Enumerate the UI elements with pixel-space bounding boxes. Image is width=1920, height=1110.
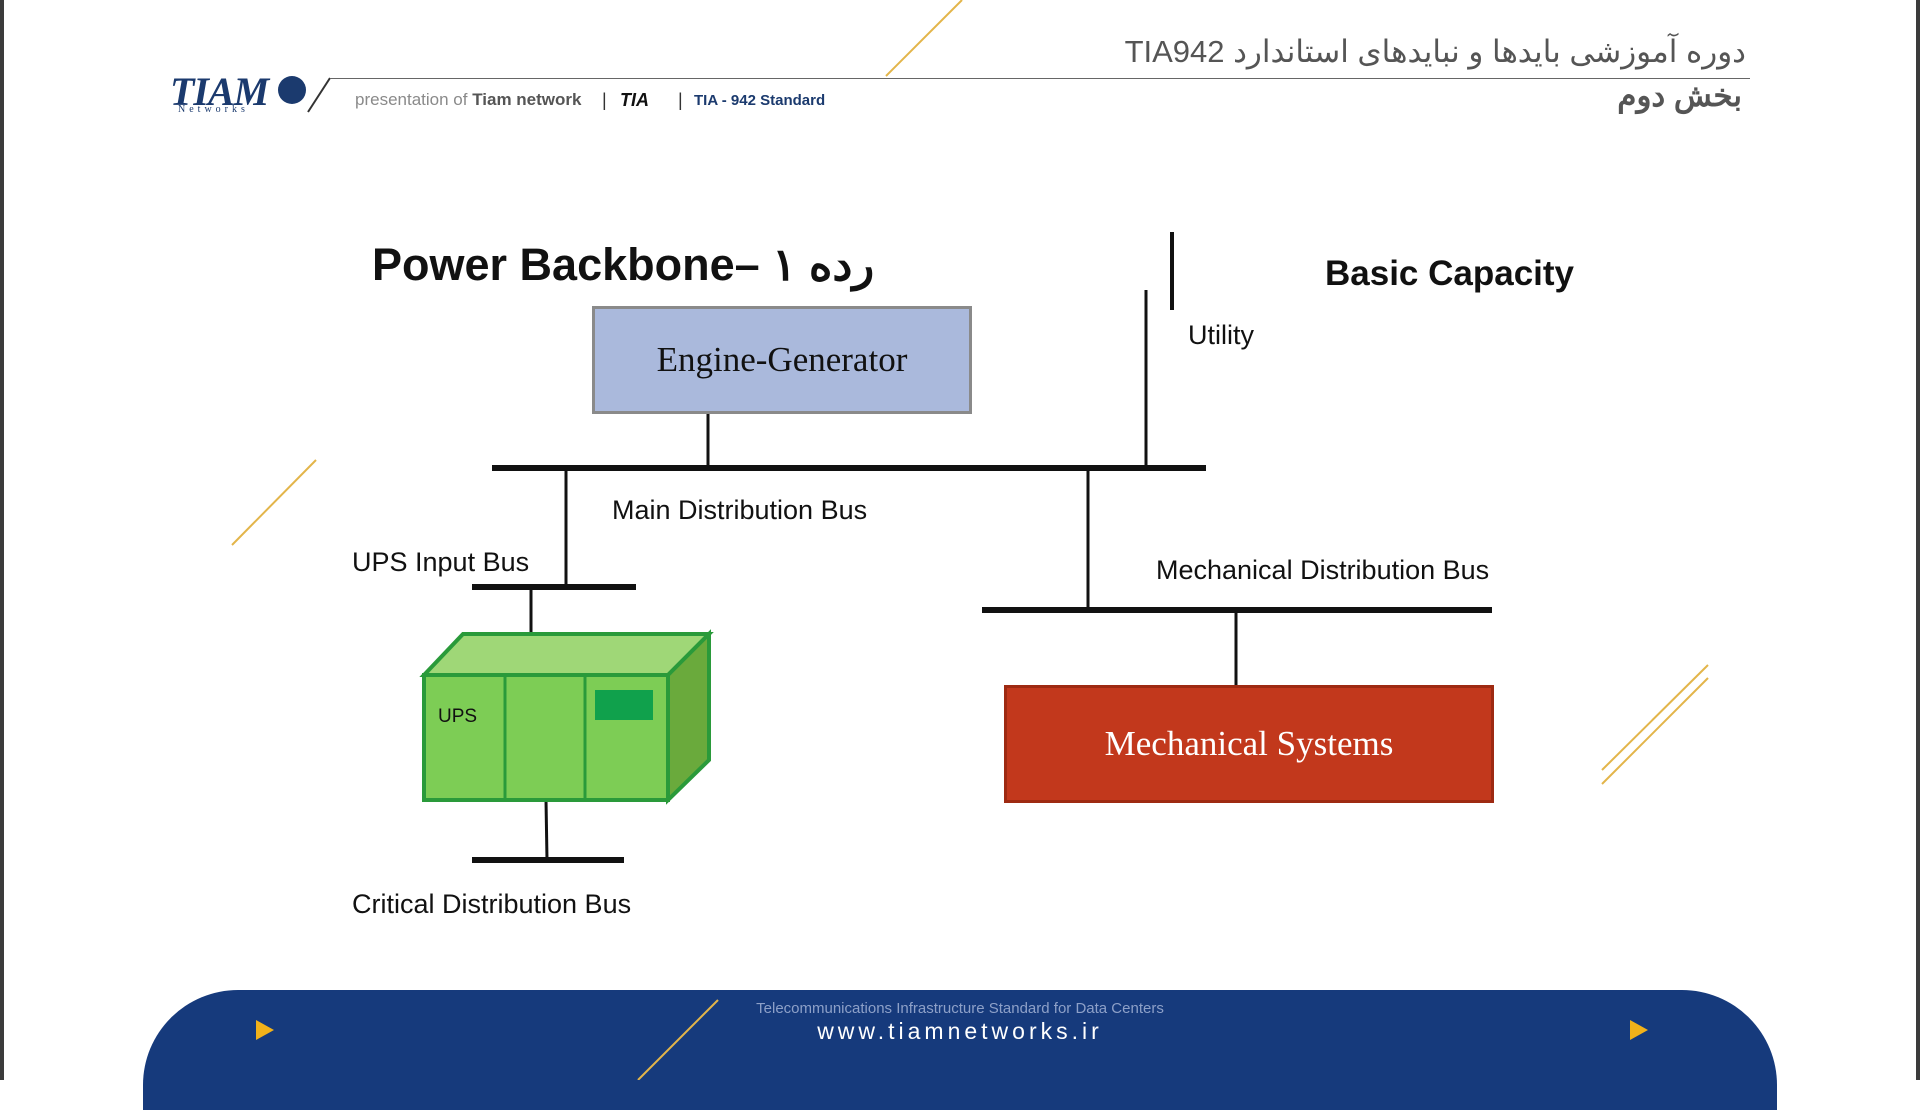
mechanical-distribution-bus-label: Mechanical Distribution Bus — [1156, 555, 1490, 585]
right-border — [1916, 0, 1920, 1080]
ups-unit — [419, 629, 714, 805]
ups-label: UPS — [438, 706, 478, 727]
presentation-of-label: presentation of — [355, 90, 468, 109]
tia-logo: TIA — [620, 90, 649, 110]
tiam-logo-sub: Networks — [178, 104, 249, 115]
bus-lines — [419, 232, 1492, 863]
presentation-credit: presentation of Tiam network — [355, 90, 581, 110]
mechanical-systems-box: Mechanical Systems — [1004, 685, 1494, 803]
ups-input-bus-label: UPS Input Bus — [352, 547, 530, 577]
utility-label: Utility — [1188, 320, 1254, 350]
tiam-logo-icon — [278, 76, 306, 104]
critical-distribution-bus-label: Critical Distribution Bus — [352, 889, 632, 919]
footer-tagline: Telecommunications Infrastructure Standa… — [756, 1000, 1164, 1017]
standard-label: TIA - 942 Standard — [694, 92, 826, 109]
course-part: بخش دوم — [1617, 78, 1742, 113]
play-icon-left[interactable] — [256, 1020, 274, 1040]
play-icon-right[interactable] — [1630, 1020, 1648, 1040]
separator-1: | — [602, 90, 607, 110]
course-title: دوره آموزشی بایدها و نبایدهای استاندارد … — [1124, 34, 1746, 69]
separator-2: | — [678, 90, 683, 110]
footer-url[interactable]: www.tiamnetworks.ir — [817, 1018, 1103, 1044]
ups-output-feed — [544, 799, 549, 861]
header-rule — [330, 78, 1750, 79]
engine-generator-box: Engine-Generator — [592, 306, 972, 414]
network-name: Tiam network — [472, 90, 582, 109]
main-distribution-bus-label: Main Distribution Bus — [612, 495, 868, 525]
diagram-title: Power Backbone– رده ۱ — [372, 239, 875, 290]
diagram-subtitle: Basic Capacity — [1325, 254, 1575, 293]
tiam-logo-text: TIAM — [170, 69, 269, 114]
left-border — [0, 0, 4, 1080]
